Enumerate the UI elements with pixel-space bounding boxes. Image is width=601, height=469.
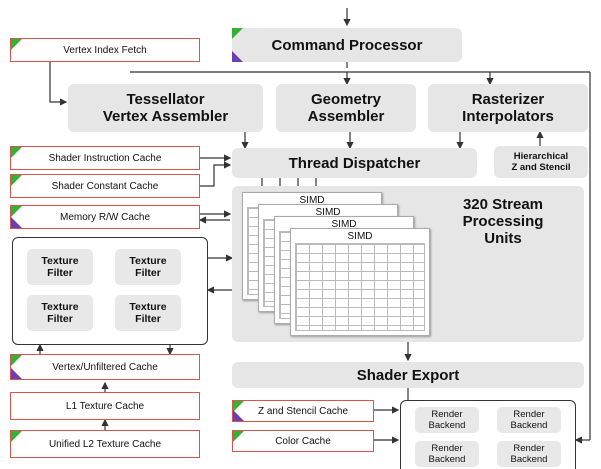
z-stencil-cache: Z and Stencil Cache [232, 400, 374, 422]
stream-processing-units: 320 Stream Processing Units SIMD SIMD SI… [232, 186, 584, 342]
render-label: Render [431, 443, 463, 454]
geometry-label: Geometry [310, 91, 382, 108]
texture-filter-2: Texture Filter [115, 249, 181, 285]
vertex-index-fetch: Vertex Index Fetch [10, 38, 200, 62]
vertex-unfiltered-cache-label: Vertex/Unfiltered Cache [52, 361, 158, 373]
backend-label: Backend [428, 454, 466, 465]
simd-label: SIMD [331, 219, 357, 230]
vertex-assembler-label: Vertex Assembler [102, 108, 229, 125]
vertex-index-fetch-label: Vertex Index Fetch [63, 44, 147, 56]
command-processor: Command Processor [232, 28, 462, 62]
geometry-assembler-block: Geometry Assembler [276, 84, 416, 132]
simd-label: SIMD [299, 195, 325, 206]
l1-texture-cache-label: L1 Texture Cache [65, 400, 145, 412]
render-backend-2: Render Backend [497, 407, 561, 433]
color-cache-label: Color Cache [275, 435, 331, 447]
z-stencil-cache-label: Z and Stencil Cache [257, 405, 349, 417]
filter-label: Filter [135, 267, 161, 279]
tessellator-label: Tessellator [126, 91, 205, 108]
simd-grid [295, 243, 425, 331]
render-backend-4: Render Backend [497, 441, 561, 467]
backend-label: Backend [510, 454, 548, 465]
backend-label: Backend [510, 420, 548, 431]
render-backend-3: Render Backend [415, 441, 479, 467]
shader-constant-cache: Shader Constant Cache [10, 174, 200, 198]
z-and-stencil-label: Z and Stencil [511, 162, 571, 173]
unified-l2-texture-cache: Unified L2 Texture Cache [10, 430, 200, 458]
thread-dispatcher-label: Thread Dispatcher [288, 154, 421, 172]
hierarchical-z-stencil: Hierarchical Z and Stencil [494, 146, 588, 178]
backend-label: Backend [428, 420, 466, 431]
stream-line-3: Units [484, 230, 522, 247]
texture-label: Texture [129, 301, 167, 313]
texture-filter-1: Texture Filter [27, 249, 93, 285]
tessellator-block: Tessellator Vertex Assembler [68, 84, 263, 132]
filter-label: Filter [135, 313, 161, 325]
vertex-unfiltered-cache: Vertex/Unfiltered Cache [10, 354, 200, 380]
texture-label: Texture [41, 301, 79, 313]
filter-label: Filter [47, 313, 73, 325]
render-backend-1: Render Backend [415, 407, 479, 433]
shader-export: Shader Export [232, 362, 584, 388]
render-label: Render [513, 443, 545, 454]
color-cache: Color Cache [232, 430, 374, 452]
shader-instruction-cache: Shader Instruction Cache [10, 146, 200, 170]
texture-filter-group: Texture Filter Texture Filter Texture Fi… [12, 237, 208, 345]
shader-export-label: Shader Export [356, 366, 460, 384]
simd-label: SIMD [315, 207, 341, 218]
texture-filter-3: Texture Filter [27, 295, 93, 331]
shader-instruction-cache-label: Shader Instruction Cache [48, 152, 162, 164]
memory-rw-cache: Memory R/W Cache [10, 205, 200, 229]
interpolators-label: Interpolators [462, 108, 554, 125]
stream-line-2: Processing [462, 213, 544, 230]
unified-l2-texture-cache-label: Unified L2 Texture Cache [48, 438, 162, 450]
shader-constant-cache-label: Shader Constant Cache [51, 180, 159, 192]
l1-texture-cache: L1 Texture Cache [10, 392, 200, 420]
simd-label: SIMD [347, 231, 373, 242]
rasterizer-label: Rasterizer [471, 91, 545, 108]
texture-label: Texture [129, 255, 167, 267]
stream-line-1: 320 Stream [462, 196, 544, 213]
rasterizer-block: Rasterizer Interpolators [428, 84, 588, 132]
simd-array-4: SIMD [290, 228, 430, 336]
filter-label: Filter [47, 267, 73, 279]
command-processor-label: Command Processor [271, 36, 423, 54]
render-label: Render [431, 409, 463, 420]
texture-label: Texture [41, 255, 79, 267]
render-label: Render [513, 409, 545, 420]
hierarchical-label: Hierarchical [513, 151, 569, 162]
memory-rw-cache-label: Memory R/W Cache [59, 211, 150, 223]
thread-dispatcher: Thread Dispatcher [232, 148, 477, 178]
assembler-label: Assembler [307, 108, 385, 125]
texture-filter-4: Texture Filter [115, 295, 181, 331]
render-backend-group: Render Backend Render Backend Render Bac… [400, 400, 576, 469]
stream-processing-label: 320 Stream Processing Units [428, 196, 578, 247]
